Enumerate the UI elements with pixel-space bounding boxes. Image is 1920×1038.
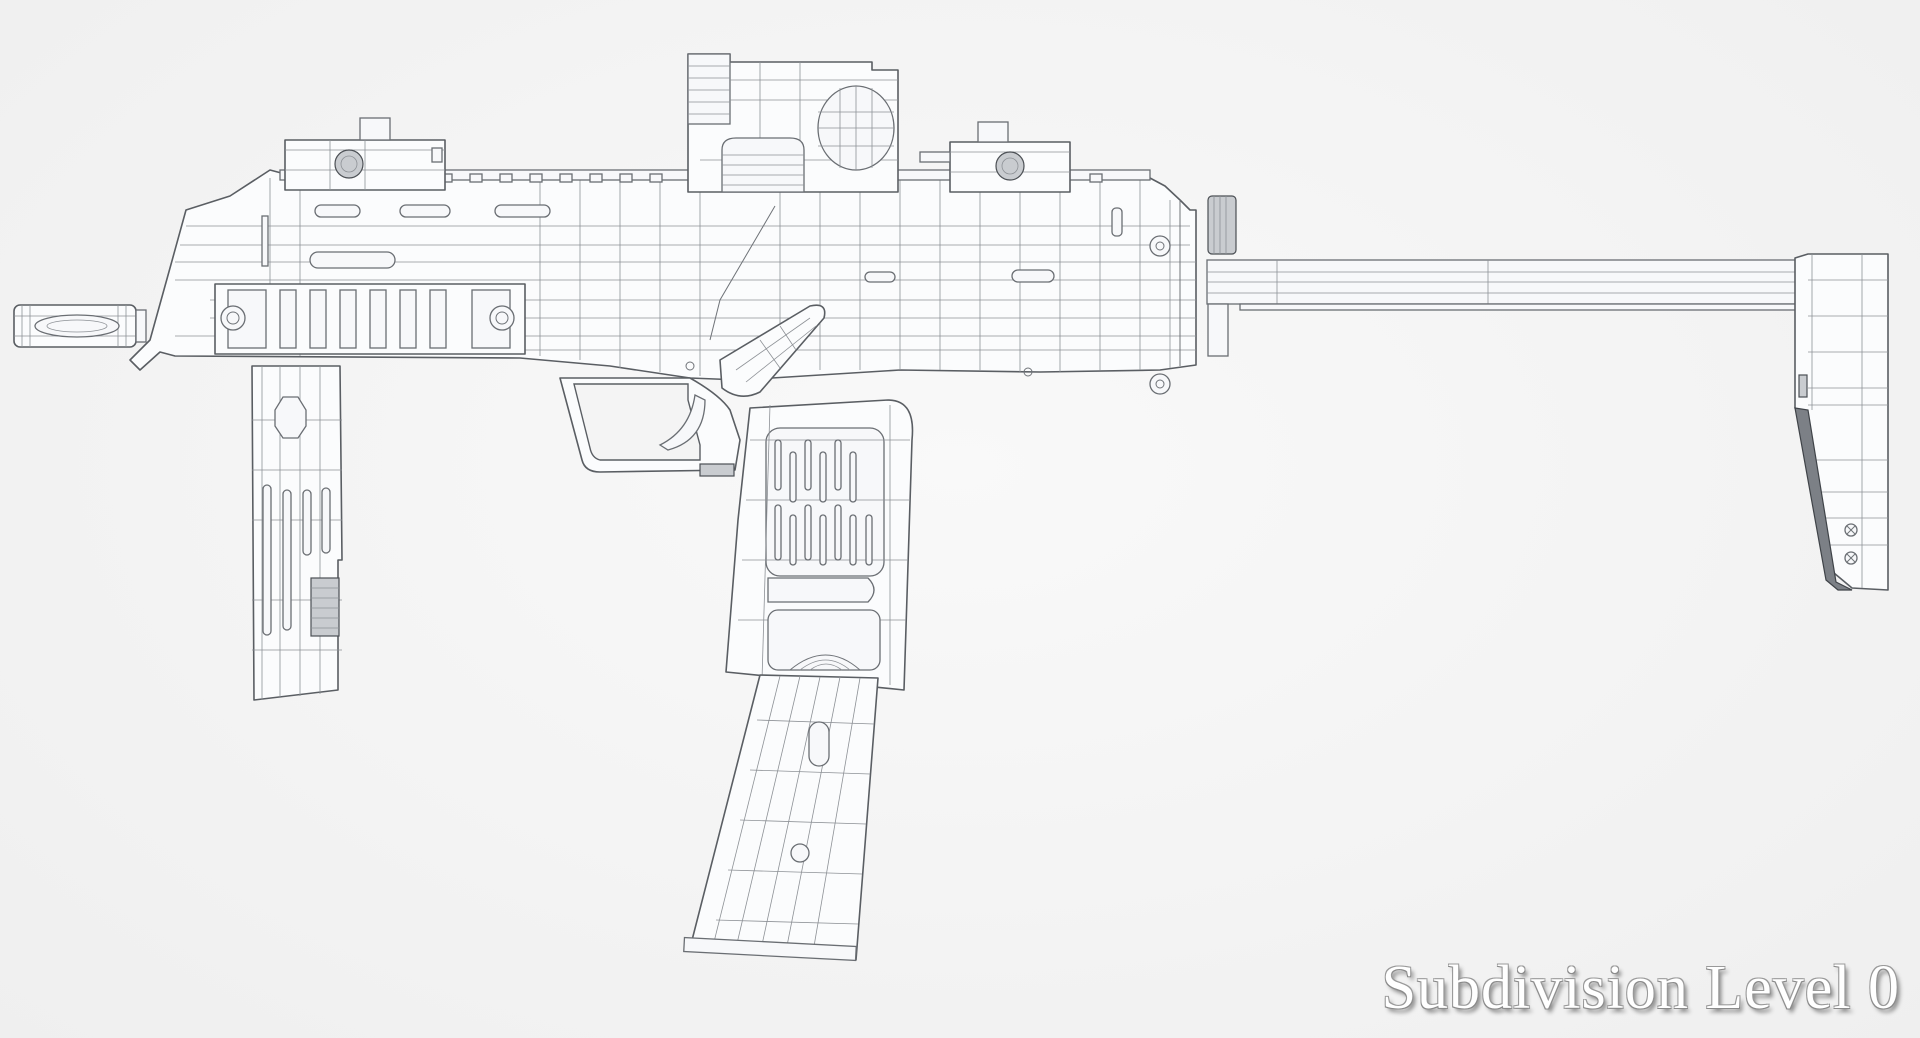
side-rail (214, 283, 526, 355)
selector-lever (719, 304, 826, 397)
front-sight (284, 117, 446, 191)
receiver-slots (261, 204, 1123, 283)
rear-sight (919, 121, 1071, 193)
muzzle-device (13, 304, 147, 348)
receiver-pins (685, 235, 1171, 395)
stock-rod (1206, 259, 1798, 311)
stock-buttplate (1794, 253, 1889, 591)
trigger-guard (559, 377, 741, 477)
charging-handle (1207, 195, 1237, 357)
red-dot-optic (687, 53, 899, 193)
foregrip (251, 365, 343, 701)
picatinny-rail (439, 173, 1103, 183)
subdivision-level-caption: Subdivision Level 0 (1381, 954, 1900, 1022)
magazine (683, 674, 879, 962)
pistol-grip (725, 399, 914, 691)
